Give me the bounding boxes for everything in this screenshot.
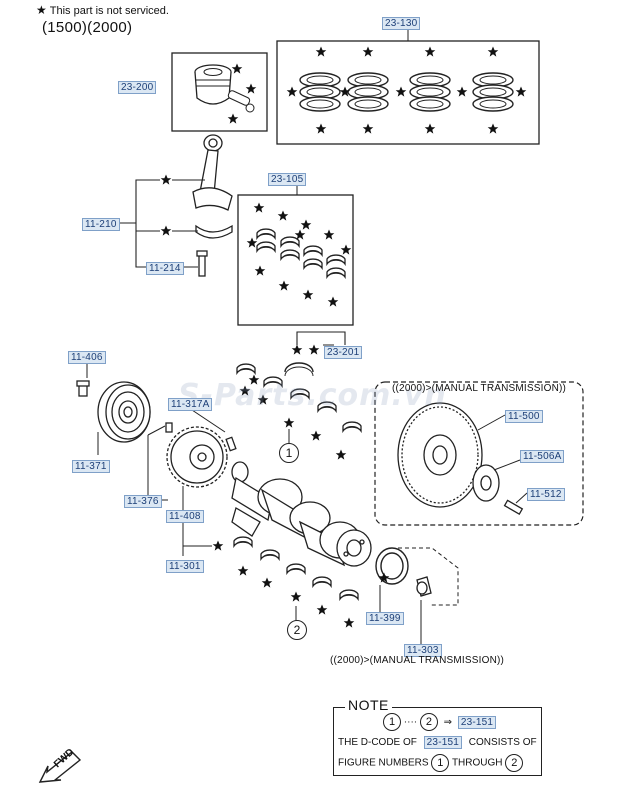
watermark: S-Parts.com.vn (178, 378, 447, 413)
pilot-bearing-drawing (416, 576, 432, 597)
note-arrow: ⇒ (443, 716, 453, 728)
part-code-11-301[interactable]: 11-301 (166, 560, 204, 573)
manual-transmission-caption-bottom: ((2000)>(MANUAL TRANSMISSION)) (330, 655, 505, 666)
part-code-11-500[interactable]: 11-500 (505, 410, 543, 423)
callout-1: 1 (279, 443, 299, 463)
note-dots: ···· (403, 716, 418, 728)
fwd-arrow (38, 751, 82, 783)
part-code-11-406[interactable]: 11-406 (68, 351, 106, 364)
flywheel-box (374, 381, 584, 526)
connecting-rod-drawing (192, 134, 233, 277)
model-years: (1500)(2000) (42, 19, 133, 36)
part-code-11-317a[interactable]: 11-317A (168, 398, 213, 411)
callout-2: 2 (287, 620, 307, 640)
manual-transmission-caption-top: ((2000)>(MANUAL TRANSMISSION)) (392, 383, 567, 394)
part-code-11-376[interactable]: 11-376 (124, 495, 162, 508)
part-code-23-130[interactable]: 23-130 (382, 17, 421, 30)
note-box (333, 707, 542, 776)
note-circle-1: 1 (383, 713, 401, 731)
part-code-23-201[interactable]: 23-201 (324, 346, 363, 359)
part-code-11-399[interactable]: 11-399 (366, 612, 404, 625)
star-icon: ★ (36, 3, 47, 17)
pulley-drawing (76, 380, 151, 443)
crankshaft-drawing (231, 461, 372, 567)
timing-sprocket-drawing (165, 422, 237, 488)
part-code-11-408[interactable]: 11-408 (166, 510, 204, 523)
part-code-23-105[interactable]: 23-105 (268, 173, 307, 186)
part-code-11-506a[interactable]: 11-506A (520, 450, 565, 463)
note-circle-1b: 1 (431, 754, 450, 772)
note-code-23-151-inline[interactable]: 23-151 (423, 736, 463, 749)
note-circle-2: 2 (419, 713, 438, 731)
note-line-3: FIGURE NUMBERS 1 THROUGH 2 (338, 754, 524, 772)
piston-drawing (194, 64, 255, 113)
piston-box (171, 52, 268, 132)
oil-seal-drawing (375, 547, 409, 585)
part-code-11-512[interactable]: 11-512 (527, 488, 565, 501)
flywheel-drawing (397, 402, 524, 515)
note-line-1: 1 ···· 2 ⇒ 23-151 (383, 713, 497, 731)
star-note: ★This part is not serviced. (36, 3, 169, 17)
part-code-11-210[interactable]: 11-210 (82, 218, 120, 231)
part-code-23-200[interactable]: 23-200 (118, 81, 157, 94)
note-circle-2b: 2 (505, 754, 524, 772)
rod-bearing-box (237, 194, 354, 326)
part-code-11-371[interactable]: 11-371 (72, 460, 110, 473)
note-line-2: THE D-CODE OF 23-151 CONSISTS OF (338, 736, 537, 749)
note-code-23-151[interactable]: 23-151 (457, 715, 497, 729)
part-code-11-214[interactable]: 11-214 (146, 262, 184, 275)
part-code-11-303[interactable]: 11-303 (404, 644, 442, 657)
note-title: NOTE (345, 697, 392, 713)
